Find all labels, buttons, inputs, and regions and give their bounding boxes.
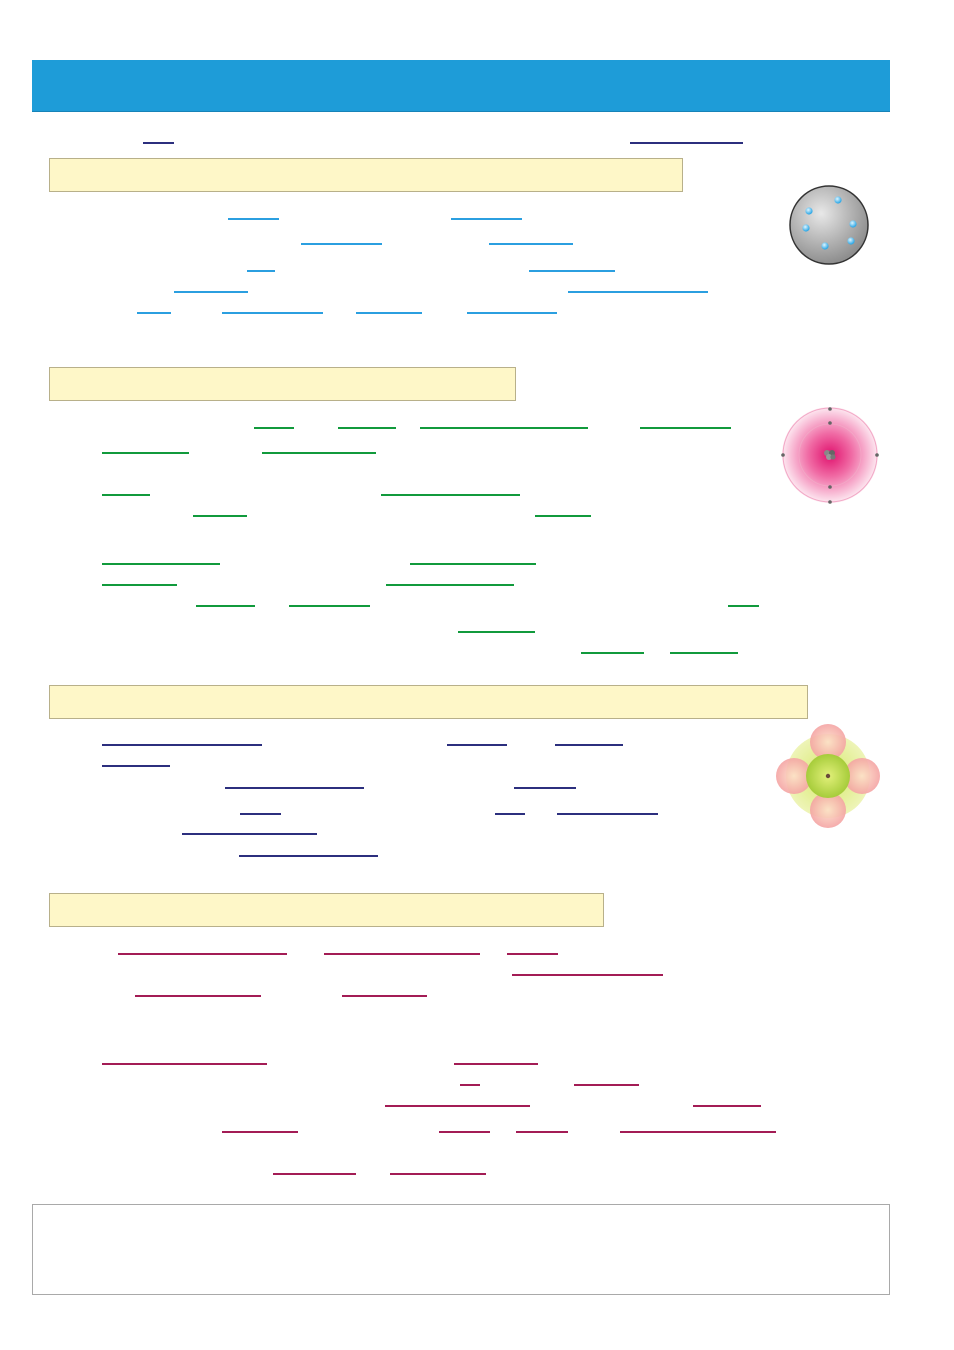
- fill-in-blank[interactable]: [324, 953, 480, 955]
- fill-in-blank[interactable]: [182, 833, 317, 835]
- fill-in-blank[interactable]: [460, 1084, 480, 1086]
- fill-in-blank[interactable]: [535, 515, 591, 517]
- fill-in-blank[interactable]: [356, 312, 422, 314]
- fill-in-blank[interactable]: [225, 787, 364, 789]
- fill-in-blank[interactable]: [507, 953, 558, 955]
- section-1-banner: [49, 158, 683, 192]
- notes-box[interactable]: [32, 1204, 890, 1295]
- fill-in-blank[interactable]: [386, 584, 514, 586]
- fill-in-blank[interactable]: [728, 605, 759, 607]
- fill-in-blank[interactable]: [102, 563, 220, 565]
- fill-in-blank[interactable]: [102, 494, 150, 496]
- fill-in-blank[interactable]: [342, 995, 427, 997]
- fill-in-blank[interactable]: [514, 787, 576, 789]
- fill-in-blank[interactable]: [467, 312, 557, 314]
- worksheet-header-bar: [32, 60, 890, 112]
- fill-in-blank[interactable]: [458, 631, 535, 633]
- fill-in-blank[interactable]: [102, 1063, 267, 1065]
- fill-in-blank[interactable]: [670, 652, 738, 654]
- fill-in-blank[interactable]: [451, 218, 522, 220]
- fill-in-blank[interactable]: [262, 452, 376, 454]
- fill-in-blank[interactable]: [489, 243, 573, 245]
- fill-in-blank[interactable]: [640, 427, 731, 429]
- fill-in-blank[interactable]: [222, 1131, 298, 1133]
- fill-in-blank[interactable]: [620, 1131, 776, 1133]
- fill-in-blank[interactable]: [196, 605, 255, 607]
- section-2-banner: [49, 367, 516, 401]
- fill-in-blank[interactable]: [240, 813, 281, 815]
- fill-in-blank[interactable]: [581, 652, 644, 654]
- fill-in-blank[interactable]: [495, 813, 525, 815]
- fill-in-blank[interactable]: [247, 270, 275, 272]
- fill-in-blank[interactable]: [228, 218, 279, 220]
- fill-in-blank[interactable]: [381, 494, 520, 496]
- fill-in-blank[interactable]: [693, 1105, 761, 1107]
- fill-in-blank[interactable]: [439, 1131, 490, 1133]
- fill-in-blank[interactable]: [102, 452, 189, 454]
- fill-in-blank[interactable]: [338, 427, 396, 429]
- fill-in-blank[interactable]: [390, 1173, 486, 1175]
- fill-in-blank[interactable]: [557, 813, 658, 815]
- fill-in-blank[interactable]: [529, 270, 615, 272]
- fill-in-blank[interactable]: [143, 142, 174, 144]
- fill-in-blank[interactable]: [289, 605, 370, 607]
- section-4-banner: [49, 893, 604, 927]
- fill-in-blank[interactable]: [102, 584, 177, 586]
- nuclear-atom-icon: [781, 407, 879, 504]
- fill-in-blank[interactable]: [135, 995, 261, 997]
- section-3-banner: [49, 685, 808, 719]
- fill-in-blank[interactable]: [102, 765, 170, 767]
- fill-in-blank[interactable]: [174, 291, 248, 293]
- fill-in-blank[interactable]: [102, 744, 262, 746]
- fill-in-blank[interactable]: [385, 1105, 530, 1107]
- fill-in-blank[interactable]: [222, 312, 323, 314]
- fill-in-blank[interactable]: [512, 974, 663, 976]
- fill-in-blank[interactable]: [420, 427, 588, 429]
- fill-in-blank[interactable]: [447, 744, 507, 746]
- orbital-cloud-atom-icon: [776, 724, 880, 828]
- fill-in-blank[interactable]: [516, 1131, 568, 1133]
- plum-pudding-atom-icon: [789, 185, 869, 265]
- fill-in-blank[interactable]: [568, 291, 708, 293]
- fill-in-blank[interactable]: [118, 953, 287, 955]
- fill-in-blank[interactable]: [410, 563, 536, 565]
- fill-in-blank[interactable]: [301, 243, 382, 245]
- fill-in-blank[interactable]: [254, 427, 294, 429]
- fill-in-blank[interactable]: [137, 312, 171, 314]
- fill-in-blank[interactable]: [273, 1173, 356, 1175]
- fill-in-blank[interactable]: [555, 744, 623, 746]
- fill-in-blank[interactable]: [630, 142, 743, 144]
- fill-in-blank[interactable]: [239, 855, 378, 857]
- fill-in-blank[interactable]: [574, 1084, 639, 1086]
- fill-in-blank[interactable]: [454, 1063, 538, 1065]
- fill-in-blank[interactable]: [193, 515, 247, 517]
